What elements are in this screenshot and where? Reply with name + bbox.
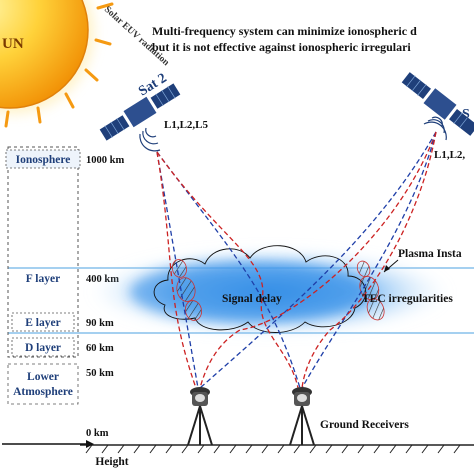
sun-rays (4, 2, 114, 128)
altitude-90km: 90 km (86, 318, 114, 329)
headline-line-2: but it is not effective against ionosphe… (152, 40, 411, 54)
tec-label: TEC irregularities (362, 293, 453, 305)
satellite-2: Sat 2 L1,L2,L5 (98, 71, 209, 152)
layer-column: Ionosphere F layer E layer D layer Lower… (5, 146, 81, 405)
path-sat3-receiver1-red (199, 131, 437, 389)
f-layer-label: F layer (26, 273, 60, 285)
signal-delay-cloud (90, 245, 450, 336)
altitude-60km: 60 km (86, 343, 114, 354)
altitude-0km: 0 km (86, 428, 109, 439)
satellite-3: S L1,L2, (400, 70, 474, 161)
ground-receiver-2 (289, 387, 315, 446)
signal-delay-label: Signal delay (222, 293, 282, 305)
headline-line-1: Multi-frequency system can minimize iono… (152, 24, 417, 38)
height-axis-label: Height (95, 456, 128, 468)
d-layer-label: D layer (25, 342, 61, 354)
ionosphere-column-box (7, 146, 79, 358)
lower-atmosphere-label-1: Lower (27, 371, 59, 383)
ground (80, 444, 474, 454)
height-axis (2, 440, 94, 448)
ionosphere-label-box (5, 149, 81, 169)
sat2-frequencies: L1,L2,L5 (164, 119, 209, 131)
sun-label: UN (2, 36, 24, 52)
ionosphere-label: Ionosphere (16, 154, 71, 166)
sat2-signal-arcs (139, 127, 161, 152)
signal-paths (156, 131, 437, 389)
sat3-name: S (462, 107, 470, 122)
ground-receiver-1 (187, 387, 213, 446)
plasma-label: Plasma Insta (398, 248, 462, 260)
plasma-arrowhead (384, 265, 390, 272)
altitude-50km: 50 km (86, 368, 114, 379)
path-sat3-receiver2-blue (301, 131, 437, 389)
altitude-1000km: 1000 km (86, 155, 124, 166)
e-layer-label: E layer (25, 317, 60, 329)
lower-atmosphere-box (7, 363, 79, 405)
ground-receivers-label: Ground Receivers (320, 419, 409, 431)
path-sat2-receiver2-red (156, 151, 299, 389)
sat3-signal-arcs (423, 116, 447, 141)
lower-atmosphere-label-2: Atmosphere (13, 386, 73, 398)
path-sat3-receiver2-red (301, 131, 437, 389)
sat3-frequencies: L1,L2, (434, 149, 465, 161)
sat2-body (122, 95, 158, 129)
path-sat3-receiver1-blue (199, 131, 437, 389)
cloud-outline (153, 245, 366, 333)
sat3-body (422, 86, 458, 122)
